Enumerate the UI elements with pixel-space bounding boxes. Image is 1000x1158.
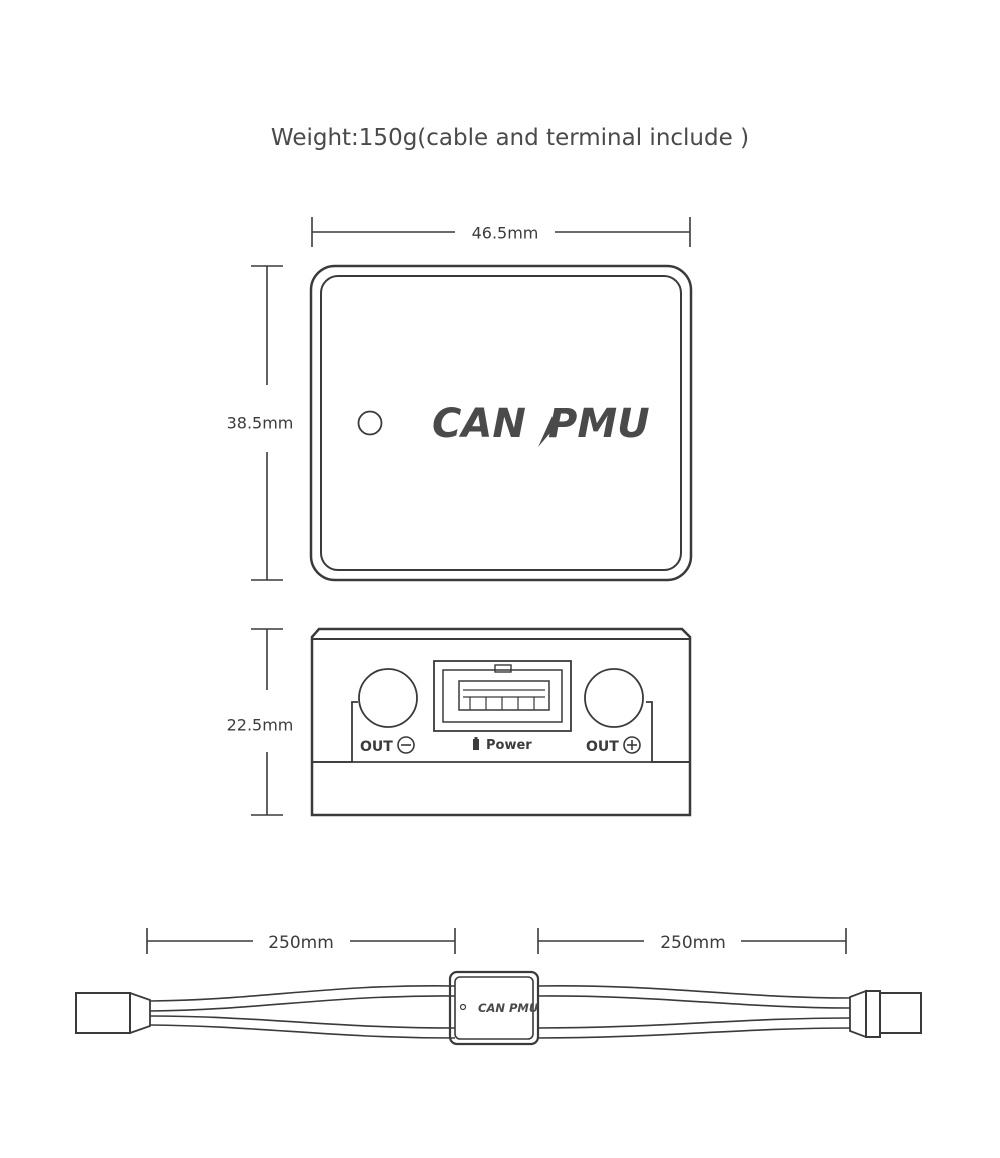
out-plus-terminal	[584, 668, 644, 728]
power-connector	[433, 660, 572, 732]
width-label: 46.5mm	[472, 224, 539, 243]
cable-right-dimension: 250mm	[537, 928, 847, 954]
logo-can: CAN	[432, 401, 526, 447]
weight-title: Weight:150g(cable and terminal include )	[271, 125, 749, 151]
led-icon	[357, 410, 383, 436]
thickness-dimension: 22.5mm	[227, 628, 294, 816]
cable-left-label: 250mm	[268, 933, 334, 953]
width-dimension: 46.5mm	[311, 217, 691, 247]
cable-right-label: 250mm	[660, 933, 726, 953]
height-label: 38.5mm	[227, 414, 294, 433]
height-dimension: 38.5mm	[227, 265, 294, 581]
plus-circle-icon	[623, 736, 641, 754]
lightning-bolt-icon	[538, 416, 556, 447]
left-connector	[75, 992, 131, 1034]
out-minus-label: OUT	[360, 739, 393, 755]
minus-circle-icon	[397, 736, 415, 754]
cable-left-dimension: 250mm	[146, 928, 456, 954]
logo-pmu: PMU	[548, 401, 650, 447]
out-plus-label: OUT	[586, 739, 619, 755]
thickness-label: 22.5mm	[227, 716, 294, 735]
power-label: Power	[486, 738, 532, 753]
small-led-icon	[459, 1003, 467, 1011]
small-logo: CAN PMU	[478, 1001, 539, 1015]
device-front-view: OUT Power OUT	[310, 627, 692, 817]
cable-assembly: CAN PMU	[75, 970, 922, 1046]
out-minus-terminal	[358, 668, 418, 728]
battery-icon	[473, 737, 479, 750]
right-connector	[879, 992, 922, 1034]
device-top-view: CAN PMU	[309, 264, 693, 582]
